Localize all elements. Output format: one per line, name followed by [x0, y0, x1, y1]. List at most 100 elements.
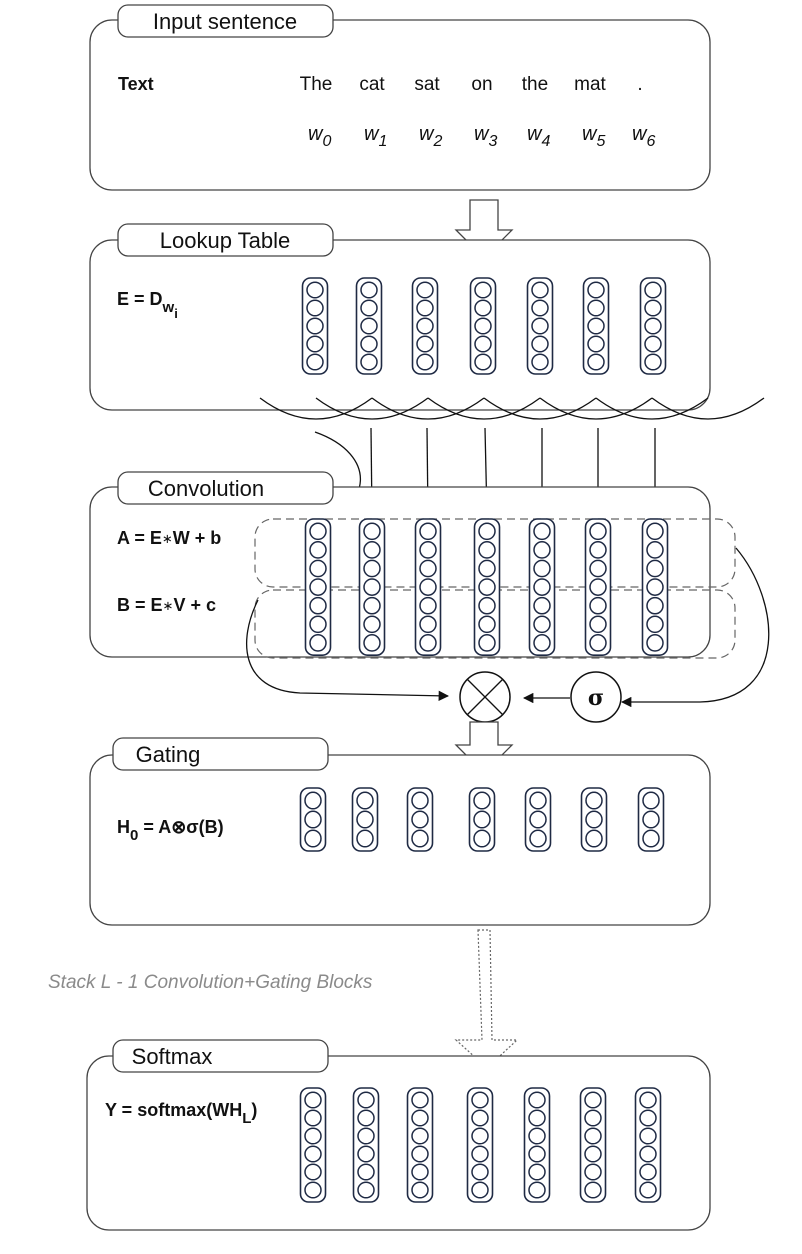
- neuron-unit: [585, 791, 603, 810]
- neuron-unit: [357, 1127, 375, 1145]
- neuron-unit: [304, 1091, 322, 1109]
- neuron-unit: [419, 559, 437, 578]
- gating-eq-post: = A⊗σ(B): [138, 817, 223, 837]
- neuron-unit: [642, 810, 660, 829]
- neuron-unit: [531, 299, 549, 317]
- neuron-unit: [411, 810, 429, 829]
- word-token: The: [300, 74, 333, 95]
- window-arc: [651, 397, 765, 420]
- softmax-panel-title: Softmax: [132, 1044, 213, 1069]
- eq-a-post: W + b: [173, 528, 222, 548]
- neuron-unit: [642, 829, 660, 848]
- neuron-unit: [528, 1163, 546, 1181]
- word-variable-sub: 5: [596, 133, 605, 150]
- neuron-unit: [363, 634, 381, 652]
- sigma-label: σ: [588, 685, 604, 711]
- neuron-unit: [360, 353, 378, 371]
- neuron-unit: [644, 281, 662, 299]
- word-variable-sub: 2: [432, 133, 442, 150]
- neuron-unit: [531, 353, 549, 371]
- neuron-unit: [478, 541, 496, 559]
- neuron-unit: [533, 541, 551, 559]
- neuron-unit: [529, 810, 547, 829]
- neuron-unit: [587, 281, 605, 299]
- window-arc: [483, 397, 597, 420]
- word-token: mat: [574, 74, 606, 95]
- neuron-unit: [471, 1109, 489, 1127]
- neuron-unit: [304, 1163, 322, 1181]
- neuron-unit: [357, 1109, 375, 1127]
- softmax-equation: Y = softmax(WHL): [105, 1100, 257, 1127]
- neuron-unit: [478, 634, 496, 652]
- neuron-unit: [411, 1145, 429, 1163]
- equation-a: A = E∗W + b: [117, 528, 221, 548]
- neuron-unit: [363, 559, 381, 578]
- convolution-panel-box: [89, 486, 711, 658]
- eq-b-op: ∗: [163, 598, 174, 613]
- neuron-unit: [304, 810, 322, 829]
- gating-panel-box: [89, 754, 711, 926]
- neuron-unit: [309, 634, 327, 652]
- neuron-unit: [478, 596, 496, 615]
- window-arc: [259, 397, 373, 420]
- word-variable-letter: w: [582, 123, 598, 145]
- neuron-unit: [306, 317, 324, 335]
- neuron-unit: [363, 522, 381, 541]
- neuron-unit: [639, 1091, 657, 1109]
- neuron-unit: [584, 1127, 602, 1145]
- softmax-vector: [352, 1087, 380, 1203]
- lookup-eq-main: E = D: [117, 289, 163, 309]
- neuron-unit: [587, 317, 605, 335]
- neuron-unit: [471, 1181, 489, 1199]
- neuron-unit: [528, 1127, 546, 1145]
- word-variable: w3: [474, 123, 497, 150]
- neuron-unit: [416, 353, 434, 371]
- neuron-unit: [471, 1127, 489, 1145]
- neuron-unit: [411, 1181, 429, 1199]
- gating-panel-title: Gating: [136, 742, 201, 767]
- input-panel-tab: [117, 4, 334, 38]
- neuron-unit: [533, 578, 551, 596]
- neuron-unit: [411, 791, 429, 810]
- neuron-unit: [533, 596, 551, 615]
- lookup-eq-sub: w: [162, 299, 175, 316]
- neuron-unit: [411, 1163, 429, 1181]
- lookup-panel-box: [89, 239, 711, 411]
- conv-vector: [358, 518, 386, 656]
- neuron-unit: [584, 1091, 602, 1109]
- gating-panel: Gating H0 = A⊗σ(B): [89, 737, 711, 926]
- word-variable-letter: w: [527, 123, 543, 145]
- neuron-unit: [309, 522, 327, 541]
- neuron-unit: [419, 615, 437, 634]
- neuron-unit: [304, 1109, 322, 1127]
- word-variable-letter: w: [474, 123, 490, 145]
- neuron-unit: [306, 299, 324, 317]
- neuron-unit: [584, 1145, 602, 1163]
- lookup-vector: [582, 277, 610, 375]
- lookup-vectors: [301, 277, 667, 375]
- lookup-panel-title: Lookup Table: [160, 228, 291, 253]
- gating-operation: σ: [246, 547, 770, 723]
- gating-vectors: [299, 787, 665, 852]
- neuron-unit: [309, 559, 327, 578]
- neuron-unit: [419, 541, 437, 559]
- word-variable: w5: [582, 123, 605, 150]
- eq-a-pre: A = E: [117, 528, 162, 548]
- neuron-unit: [304, 791, 322, 810]
- neuron-unit: [309, 541, 327, 559]
- neuron-unit: [309, 596, 327, 615]
- neuron-unit: [416, 281, 434, 299]
- word-variable: w2: [419, 123, 442, 150]
- softmax-panel-tab: [112, 1039, 329, 1073]
- multiply-x-line-2: [466, 678, 504, 716]
- neuron-unit: [533, 615, 551, 634]
- neuron-unit: [363, 578, 381, 596]
- word-variable-sub: 6: [646, 133, 655, 150]
- neuron-unit: [589, 634, 607, 652]
- neuron-unit: [411, 829, 429, 848]
- gating-vector: [580, 787, 608, 852]
- neuron-unit: [411, 1091, 429, 1109]
- neuron-unit: [357, 1091, 375, 1109]
- lookup-vector: [526, 277, 554, 375]
